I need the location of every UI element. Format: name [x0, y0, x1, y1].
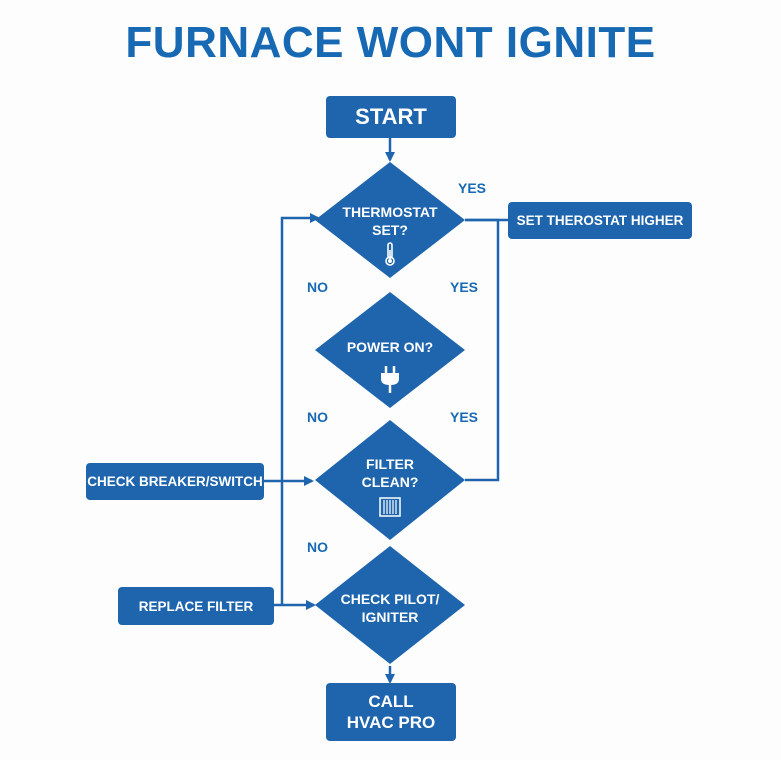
filter-icon [379, 497, 401, 517]
check-breaker-label: CHECK BREAKER/SWITCH [87, 474, 263, 489]
flowchart-title: FURNACE WONT IGNITE [125, 18, 656, 67]
decision-filter-diamond [315, 420, 465, 540]
edge-left-loop [280, 213, 320, 605]
decision-filter-text: FILTER CLEAN? [330, 455, 450, 491]
call-pro-line2: HVAC PRO [346, 713, 436, 732]
edge-right-loop [465, 218, 500, 482]
label-yes-power: YES [450, 279, 479, 295]
label-no-thermostat: NO [307, 279, 328, 295]
decision-filter-line1: FILTER [366, 456, 414, 472]
decision-thermostat-text: THERMOSTAT SET? [330, 203, 450, 239]
label-yes-filter: YES [450, 409, 479, 425]
decision-thermostat-diamond [315, 162, 465, 278]
replace-filter-box: REPLACE FILTER [118, 587, 274, 625]
decision-power-diamond [315, 292, 465, 408]
label-yes-thermostat: YES [458, 180, 487, 196]
decision-thermostat-line2: SET? [372, 222, 408, 238]
plug-icon [381, 366, 399, 393]
thermometer-icon [385, 242, 395, 266]
decision-pilot-text: CHECK PILOT/ IGNITER [325, 590, 455, 626]
check-breaker-box: CHECK BREAKER/SWITCH [86, 463, 264, 500]
decision-power-line1: POWER ON? [346, 339, 434, 355]
decision-pilot-line1: CHECK PILOT/ [340, 591, 440, 607]
set-thermostat-box: SET THEROSTAT HIGHER [508, 202, 692, 239]
decision-filter-line2: CLEAN? [361, 474, 419, 490]
decision-pilot-line2: IGNITER [361, 609, 419, 625]
call-pro-box: CALL HVAC PRO [326, 683, 456, 741]
call-pro-line1: CALL [368, 692, 414, 711]
replace-filter-label: REPLACE FILTER [138, 598, 254, 614]
start-box: START [326, 96, 456, 138]
decision-pilot-diamond [315, 546, 465, 664]
label-no-power: NO [307, 409, 328, 425]
start-label: START [355, 104, 427, 129]
label-no-filter: NO [307, 539, 328, 555]
set-thermostat-label: SET THEROSTAT HIGHER [516, 213, 684, 228]
decision-power-text: POWER ON? [330, 338, 450, 356]
decision-thermostat-line1: THERMOSTAT [342, 204, 438, 220]
